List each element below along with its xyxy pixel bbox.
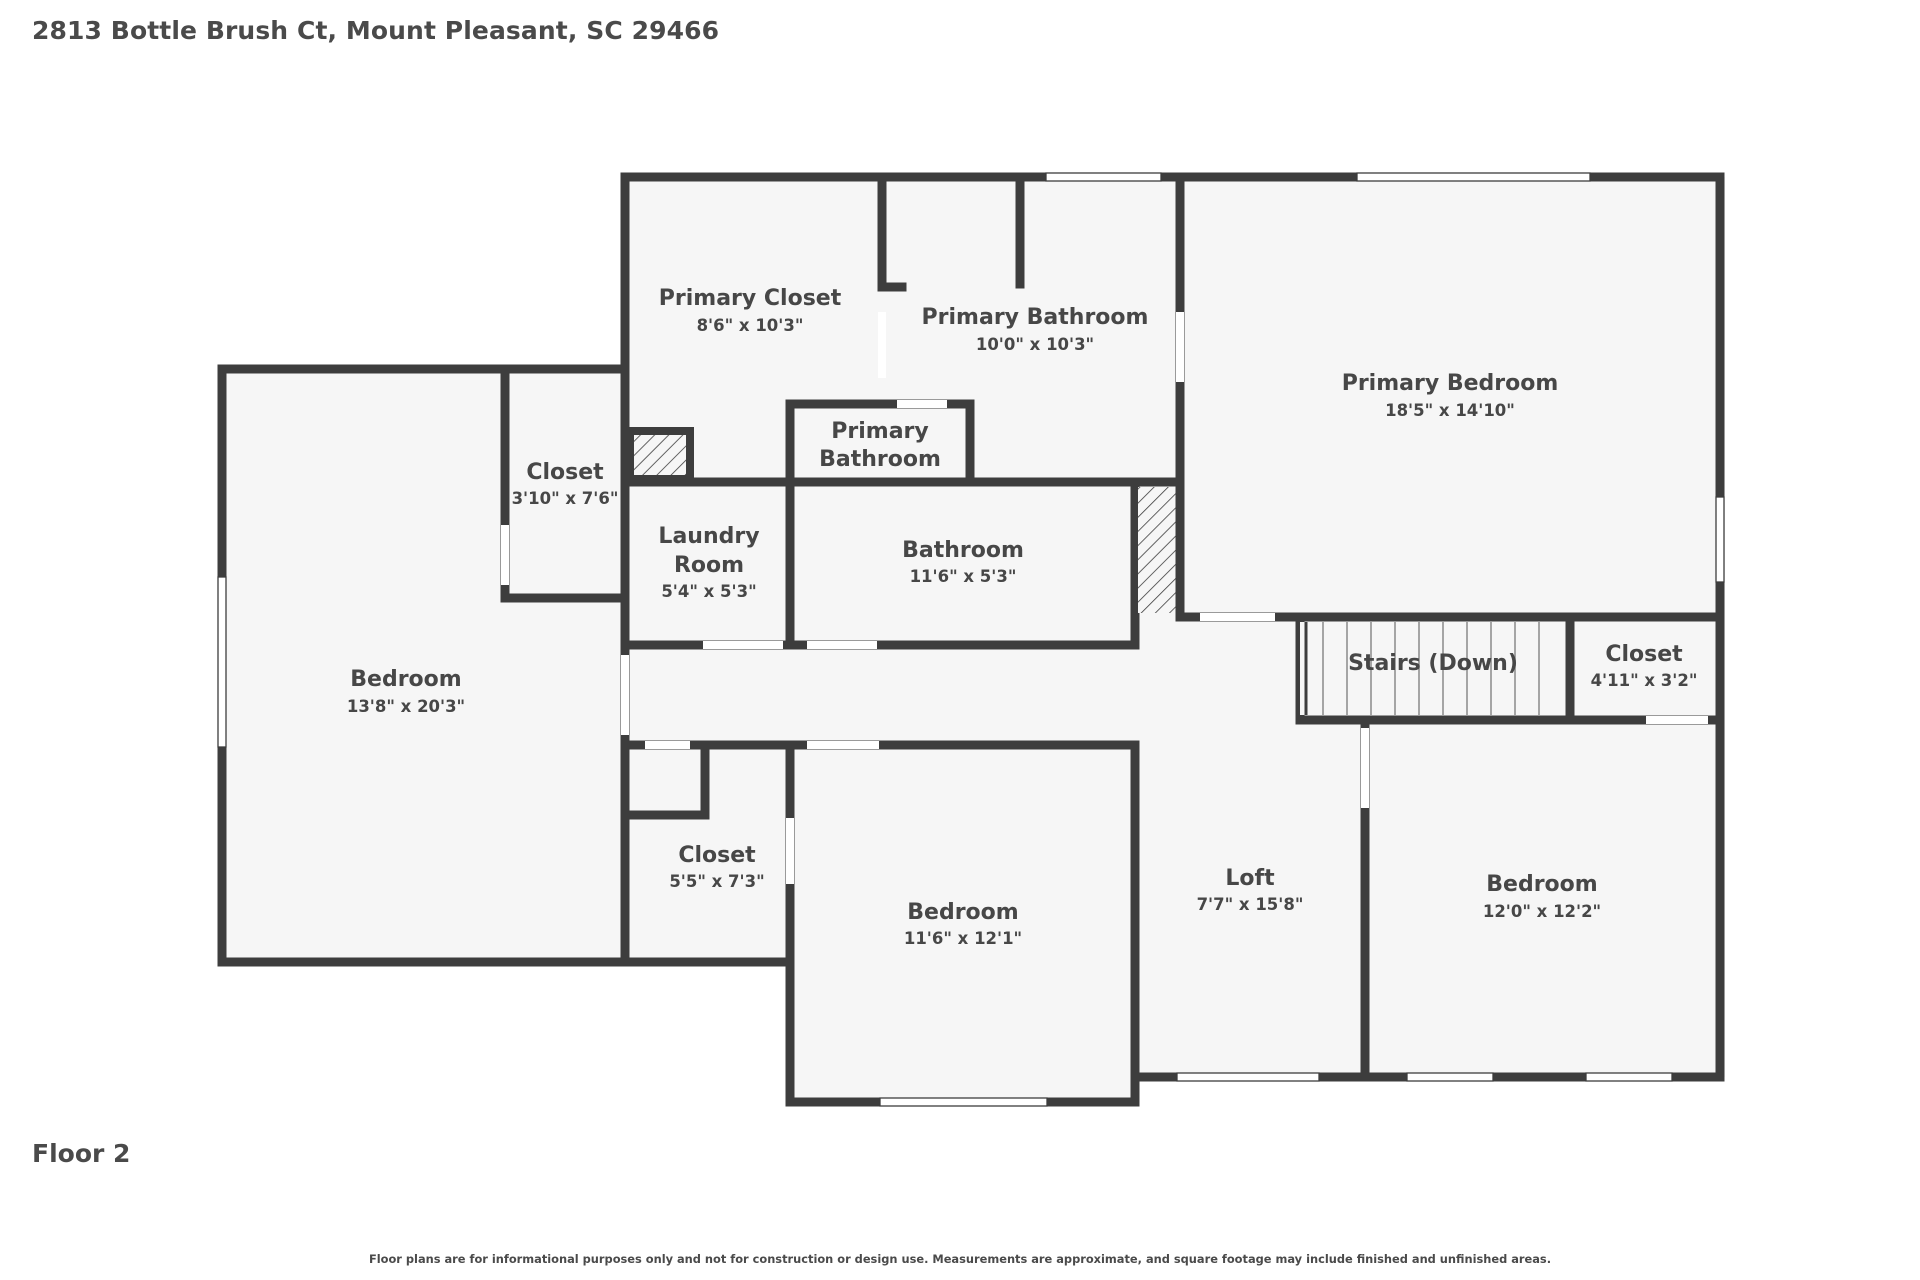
room-bathroom: Bathroom 11'6" x 5'3" [902,538,1024,586]
room-name-primary-bedroom: Primary Bedroom [1342,371,1559,396]
room-name-primary-bathroom-small-line1: Primary [831,419,928,444]
room-dims-closet-lower: 5'5" x 7'3" [669,872,764,891]
room-primary-bedroom: Primary Bedroom 18'5" x 14'10" [1342,371,1559,420]
room-name-primary-bathroom: Primary Bathroom [922,305,1149,330]
room-stairs: Stairs (Down) [1348,651,1518,676]
room-loft: Loft 7'7" x 15'8" [1197,866,1304,914]
room-primary-bathroom: Primary Bathroom 10'0" x 10'3" [922,305,1149,354]
room-dims-laundry: 5'4" x 5'3" [661,582,756,601]
room-dims-primary-closet: 8'6" x 10'3" [697,316,804,335]
room-closet-upper-left: Closet 3'10" x 7'6" [512,460,619,508]
room-dims-bedroom-right: 12'0" x 12'2" [1483,902,1601,921]
stairs-down [1300,622,1565,715]
room-bedroom-right: Bedroom 12'0" x 12'2" [1483,872,1601,921]
room-name-closet-right: Closet [1605,642,1683,667]
room-bedroom-left: Bedroom 13'8" x 20'3" [347,667,465,716]
room-name-closet-upper-left: Closet [526,460,604,485]
room-dims-bedroom-middle: 11'6" x 12'1" [904,929,1022,948]
windows [217,172,1725,1107]
room-name-closet-lower: Closet [678,843,756,868]
room-laundry: Laundry Room 5'4" x 5'3" [658,524,759,601]
room-name-laundry-line2: Room [674,553,744,578]
room-dims-primary-bedroom: 18'5" x 14'10" [1385,401,1515,420]
door-openings [501,312,1708,884]
room-dims-bedroom-left: 13'8" x 20'3" [347,697,465,716]
floor-areas [222,177,1725,1102]
room-bedroom-middle: Bedroom 11'6" x 12'1" [904,900,1022,948]
room-dims-primary-bathroom: 10'0" x 10'3" [976,335,1094,354]
room-name-bedroom-right: Bedroom [1486,872,1597,897]
room-closet-right: Closet 4'11" x 3'2" [1591,642,1698,690]
floor-label: Floor 2 [32,1139,131,1168]
room-name-primary-closet: Primary Closet [659,286,842,311]
room-name-bedroom-middle: Bedroom [907,900,1018,925]
room-name-laundry-line1: Laundry [658,524,759,549]
disclaimer-text: Floor plans are for informational purpos… [368,1252,1552,1266]
room-closet-lower: Closet 5'5" x 7'3" [669,843,764,891]
property-address: 2813 Bottle Brush Ct, Mount Pleasant, SC… [32,16,720,45]
room-dims-bathroom: 11'6" x 5'3" [910,567,1017,586]
shaft-chase-tall [1138,487,1176,613]
room-dims-loft: 7'7" x 15'8" [1197,895,1304,914]
room-primary-bathroom-small: Primary Bathroom [819,419,941,472]
room-dims-closet-upper-left: 3'10" x 7'6" [512,489,619,508]
room-dims-closet-right: 4'11" x 3'2" [1591,671,1698,690]
room-name-bathroom: Bathroom [902,538,1024,563]
room-name-stairs: Stairs (Down) [1348,651,1518,676]
room-name-bedroom-left: Bedroom [350,667,461,692]
room-name-loft: Loft [1225,866,1275,891]
shaft-chase-small [626,427,694,483]
room-name-primary-bathroom-small-line2: Bathroom [819,447,941,472]
room-primary-closet: Primary Closet 8'6" x 10'3" [659,286,842,335]
